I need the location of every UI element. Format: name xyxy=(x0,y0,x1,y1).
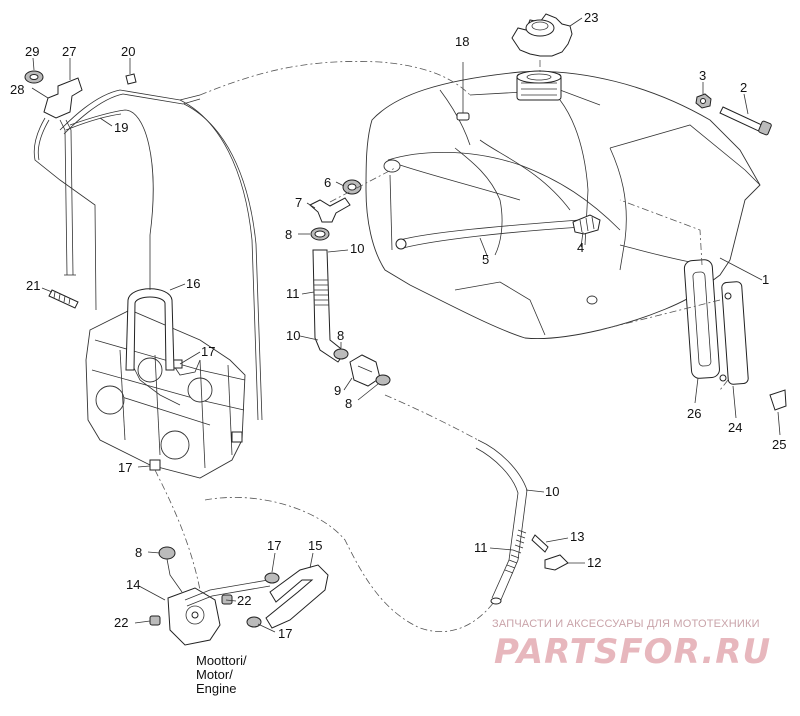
callout-8-low: 8 xyxy=(345,396,352,411)
callout-17-pump-top: 17 xyxy=(267,538,281,553)
grommet xyxy=(342,179,362,195)
callout-1: 1 xyxy=(762,272,769,287)
fuel-hose-long xyxy=(475,439,528,605)
callout-17-carb-low: 17 xyxy=(118,460,132,475)
callout-22-left: 22 xyxy=(114,615,128,630)
callout-17-carb: 17 xyxy=(201,344,215,359)
callout-28: 28 xyxy=(10,82,24,97)
watermark-brand: PARTSFOR.RU xyxy=(494,632,772,672)
callout-9: 9 xyxy=(334,383,341,398)
callout-2: 2 xyxy=(740,80,747,95)
callout-6: 6 xyxy=(324,175,331,190)
callout-29: 29 xyxy=(25,44,39,59)
fuel-tank xyxy=(365,62,761,340)
callout-25: 25 xyxy=(772,437,786,452)
fuel-hose xyxy=(312,249,346,363)
callout-22-right: 22 xyxy=(237,593,251,608)
callout-3: 3 xyxy=(699,68,706,83)
pulse-hose xyxy=(246,564,329,629)
callout-5: 5 xyxy=(482,252,489,267)
carburetors xyxy=(85,288,246,479)
callout-14: 14 xyxy=(126,577,140,592)
callout-27: 27 xyxy=(62,44,76,59)
callout-21: 21 xyxy=(26,278,40,293)
callout-24: 24 xyxy=(728,420,742,435)
fuel-pump xyxy=(149,579,271,646)
hose-clamp-filter xyxy=(375,374,391,386)
callout-8-pump: 8 xyxy=(135,545,142,560)
callout-labels: 1 2 3 4 5 6 7 8 10 11 10 8 9 8 10 11 13 … xyxy=(10,10,786,641)
callout-18: 18 xyxy=(455,34,469,49)
fuel-filter xyxy=(349,354,381,387)
callout-19: 19 xyxy=(114,120,128,135)
callout-10-top: 10 xyxy=(350,241,364,256)
callout-26: 26 xyxy=(687,406,701,421)
callout-10-low: 10 xyxy=(545,484,559,499)
bolt xyxy=(719,106,772,136)
callout-8-top: 8 xyxy=(285,227,292,242)
callout-23: 23 xyxy=(584,10,598,25)
engine-label: Moottori/ Motor/ Engine xyxy=(196,654,247,696)
engine-label-line-2: Motor/ xyxy=(196,667,233,682)
bracket xyxy=(531,534,569,571)
nut xyxy=(695,93,712,109)
watermark-tagline: ЗАПЧАСТИ И АКСЕССУАРЫ ДЛЯ МОТОТЕХНИКИ xyxy=(492,618,760,630)
callout-16: 16 xyxy=(186,276,200,291)
fuel-cap xyxy=(511,13,573,57)
callout-13: 13 xyxy=(570,529,584,544)
callout-20: 20 xyxy=(121,44,135,59)
hose-clamp-pump xyxy=(158,546,183,593)
callout-10-mid: 10 xyxy=(286,328,300,343)
callout-11-top: 11 xyxy=(286,286,300,301)
callout-4: 4 xyxy=(577,240,584,255)
leader-lines xyxy=(31,17,781,633)
callout-12: 12 xyxy=(587,555,601,570)
rubber-strap xyxy=(683,259,720,379)
elbow-fitting xyxy=(309,197,351,223)
callout-7: 7 xyxy=(295,195,302,210)
vent-fitting xyxy=(572,214,601,235)
callout-8-mid: 8 xyxy=(337,328,344,343)
engine-label-line-3: Engine xyxy=(196,681,237,696)
callout-11-low: 11 xyxy=(474,540,488,555)
callout-15: 15 xyxy=(308,538,322,553)
strap-retainer xyxy=(719,281,749,385)
engine-label-line-1: Moottori/ xyxy=(196,653,247,668)
hose-clamp xyxy=(310,227,330,241)
routing-lines xyxy=(154,60,729,633)
primer-assembly xyxy=(24,70,263,421)
callout-17-pump-low: 17 xyxy=(278,626,292,641)
hose-clamp-lower xyxy=(333,348,349,360)
clip xyxy=(769,389,787,411)
